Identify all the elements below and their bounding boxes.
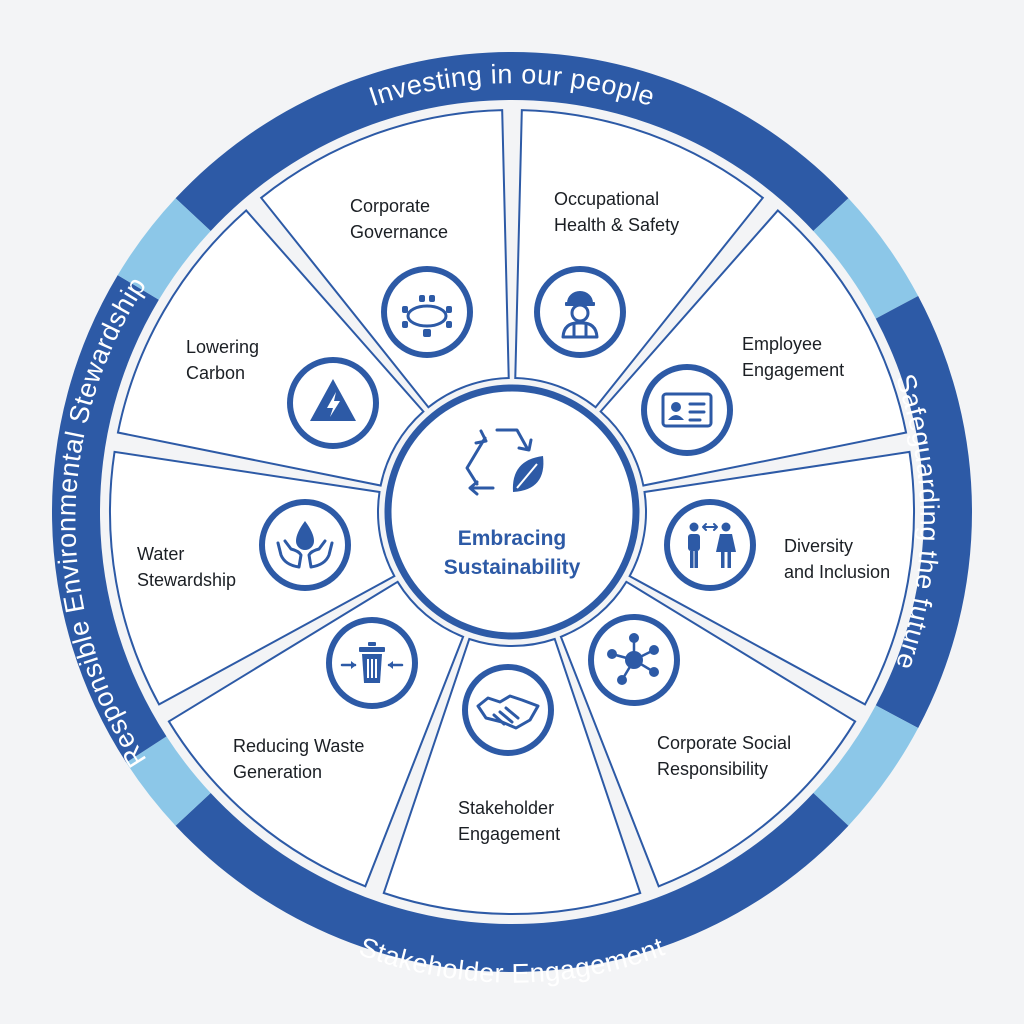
center-title-line1: Embracing: [458, 527, 567, 550]
ring-accent-top-left: [117, 198, 211, 300]
segment-label-employee-engagement: Employee Engagement: [742, 334, 844, 380]
ring-band-right: [875, 296, 972, 728]
segment-labels: Corporate Governance Occupational Health…: [137, 189, 890, 844]
segment-label-corporate-governance: Corporate Governance: [350, 196, 448, 242]
trash-can-icon: [326, 617, 418, 709]
ring-band-bottom: [175, 792, 849, 972]
warning-lightning-icon: [287, 357, 379, 449]
center-hub: Embracing Sustainability: [384, 384, 640, 640]
segment-label-diversity-inclusion: Diversity and Inclusion: [784, 536, 890, 582]
id-badge-icon: [641, 364, 733, 456]
segment-stakeholder-engagement: [382, 637, 642, 916]
hard-hat-worker-icon: [534, 266, 626, 358]
handshake-icon: [462, 664, 554, 756]
network-icon: [588, 614, 680, 706]
ring-band-top: [175, 51, 849, 232]
ring-band-left: [52, 275, 167, 763]
hands-water-drop-icon: [259, 499, 351, 591]
boardroom-icon: [381, 266, 473, 358]
segment-label-lowering-carbon: Lowering Carbon: [186, 337, 264, 383]
segment-label-reducing-waste: Reducing Waste Generation: [233, 736, 369, 782]
center-title-line2: Sustainability: [444, 556, 581, 579]
ring-accent-bottom-left: [126, 736, 211, 826]
ring-accent-bottom-right: [813, 705, 919, 826]
segment-label-water-stewardship: Water Stewardship: [137, 544, 236, 590]
segment-label-stakeholder-engagement: Stakeholder Engagement: [458, 798, 560, 844]
icon-layer: [259, 266, 756, 756]
ring-accent-top-right: [813, 198, 919, 319]
recycle-leaf-icon: [465, 428, 544, 496]
man-woman-icon: [664, 499, 756, 591]
segment-label-corporate-social-responsibility: Corporate Social Responsibility: [657, 733, 796, 779]
outer-ring: [52, 51, 972, 972]
segment-label-occupational-health-safety: Occupational Health & Safety: [554, 189, 679, 235]
